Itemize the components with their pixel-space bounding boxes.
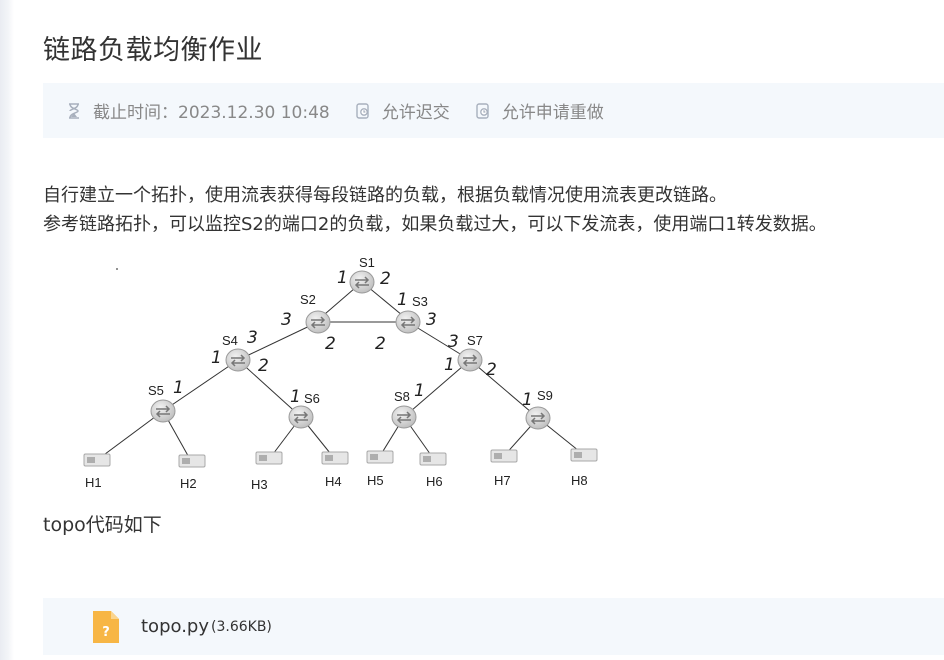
redo-request-icon — [476, 102, 489, 119]
host-label-h1: H1 — [85, 475, 102, 490]
assignment-meta-bar: 截止时间：2023.12.30 10:48 允许迟交 允许申请重做 — [43, 83, 944, 138]
switch-s4 — [225, 348, 251, 372]
host-h7 — [490, 449, 518, 463]
late-submit-text: 允许迟交 — [381, 103, 450, 123]
port-annotation: 1 — [211, 348, 222, 368]
switch-label-s8: S8 — [394, 389, 410, 404]
switch-label-s9: S9 — [537, 388, 553, 403]
switch-s3 — [395, 310, 421, 334]
hourglass-icon — [69, 102, 79, 119]
port-annotation: 3 — [281, 310, 292, 330]
late-submit-icon — [356, 102, 369, 119]
port-annotation: 1 — [522, 390, 533, 410]
port-annotation: 1 — [397, 290, 408, 310]
file-icon[interactable]: ? — [91, 609, 121, 645]
description-line-1: 自行建立一个拓扑，使用流表获得每段链路的负载，根据负载情况使用流表更改链路。 — [43, 185, 727, 206]
assignment-description: 自行建立一个拓扑，使用流表获得每段链路的负载，根据负载情况使用流表更改链路。 参… — [43, 181, 827, 239]
host-label-h3: H3 — [251, 477, 268, 492]
port-annotation: 1 — [414, 381, 425, 401]
attachment-size: (3.66KB) — [211, 618, 272, 635]
page-title: 链路负载均衡作业 — [43, 35, 263, 66]
late-submit-item: 允许迟交 — [354, 98, 450, 123]
host-label-h8: H8 — [571, 473, 588, 488]
switch-label-s2: S2 — [300, 292, 316, 307]
switch-s6 — [288, 405, 314, 429]
host-label-h5: H5 — [367, 473, 384, 488]
switch-label-s6: S6 — [304, 391, 320, 406]
port-annotation: 1 — [173, 378, 184, 398]
switch-label-s3: S3 — [412, 294, 428, 309]
switch-label-s4: S4 — [222, 333, 238, 348]
port-annotation: 1 — [337, 268, 348, 288]
port-annotation: 3 — [426, 310, 437, 330]
host-h5 — [366, 450, 394, 464]
svg-text:?: ? — [102, 625, 110, 640]
host-h3 — [255, 451, 283, 465]
host-label-h7: H7 — [494, 473, 511, 488]
deadline-item: 截止时间：2023.12.30 10:48 — [65, 98, 330, 123]
description-line-2: 参考链路拓扑，可以监控S2的端口2的负载，如果负载过大，可以下发流表，使用端口1… — [43, 214, 827, 235]
port-annotation: 2 — [375, 334, 386, 354]
port-annotation: 2 — [380, 269, 391, 289]
host-h4 — [321, 451, 349, 465]
switch-label-s5: S5 — [148, 383, 164, 398]
topology-diagram: S1 S2 S3 S4 S5 S6 S7 S8 S9 H1 H2 H3 H4 H… — [83, 255, 598, 492]
host-h2 — [178, 454, 206, 468]
attachment-name[interactable]: topo.py — [141, 616, 209, 637]
host-h6 — [419, 452, 447, 466]
switch-s8 — [391, 405, 417, 429]
host-h1 — [83, 453, 111, 467]
host-label-h4: H4 — [325, 474, 342, 489]
attachment-bar[interactable]: ? topo.py (3.66KB) — [43, 598, 944, 655]
left-edge-strip — [0, 0, 14, 660]
host-h8 — [570, 448, 598, 462]
switch-s9 — [525, 406, 551, 430]
stray-dot — [116, 268, 118, 270]
switch-s2 — [305, 310, 331, 334]
port-annotation: 3 — [247, 328, 258, 348]
port-annotation: 1 — [290, 387, 301, 407]
switch-label-s1: S1 — [359, 255, 375, 270]
port-annotation: 1 — [444, 355, 455, 375]
code-intro-label: topo代码如下 — [43, 514, 162, 536]
switch-s5 — [150, 399, 176, 423]
redo-request-item: 允许申请重做 — [474, 98, 604, 123]
port-annotation: 2 — [258, 356, 269, 376]
port-annotation: 2 — [325, 334, 336, 354]
port-annotation: 2 — [486, 360, 497, 380]
port-annotation: 3 — [448, 332, 459, 352]
host-label-h6: H6 — [426, 474, 443, 489]
topology-links — [96, 281, 585, 462]
switch-s7 — [457, 348, 483, 372]
switch-s1 — [349, 270, 375, 294]
switch-label-s7: S7 — [467, 333, 483, 348]
host-label-h2: H2 — [180, 476, 197, 491]
redo-request-text: 允许申请重做 — [501, 103, 604, 123]
deadline-text: 截止时间：2023.12.30 10:48 — [93, 103, 330, 123]
